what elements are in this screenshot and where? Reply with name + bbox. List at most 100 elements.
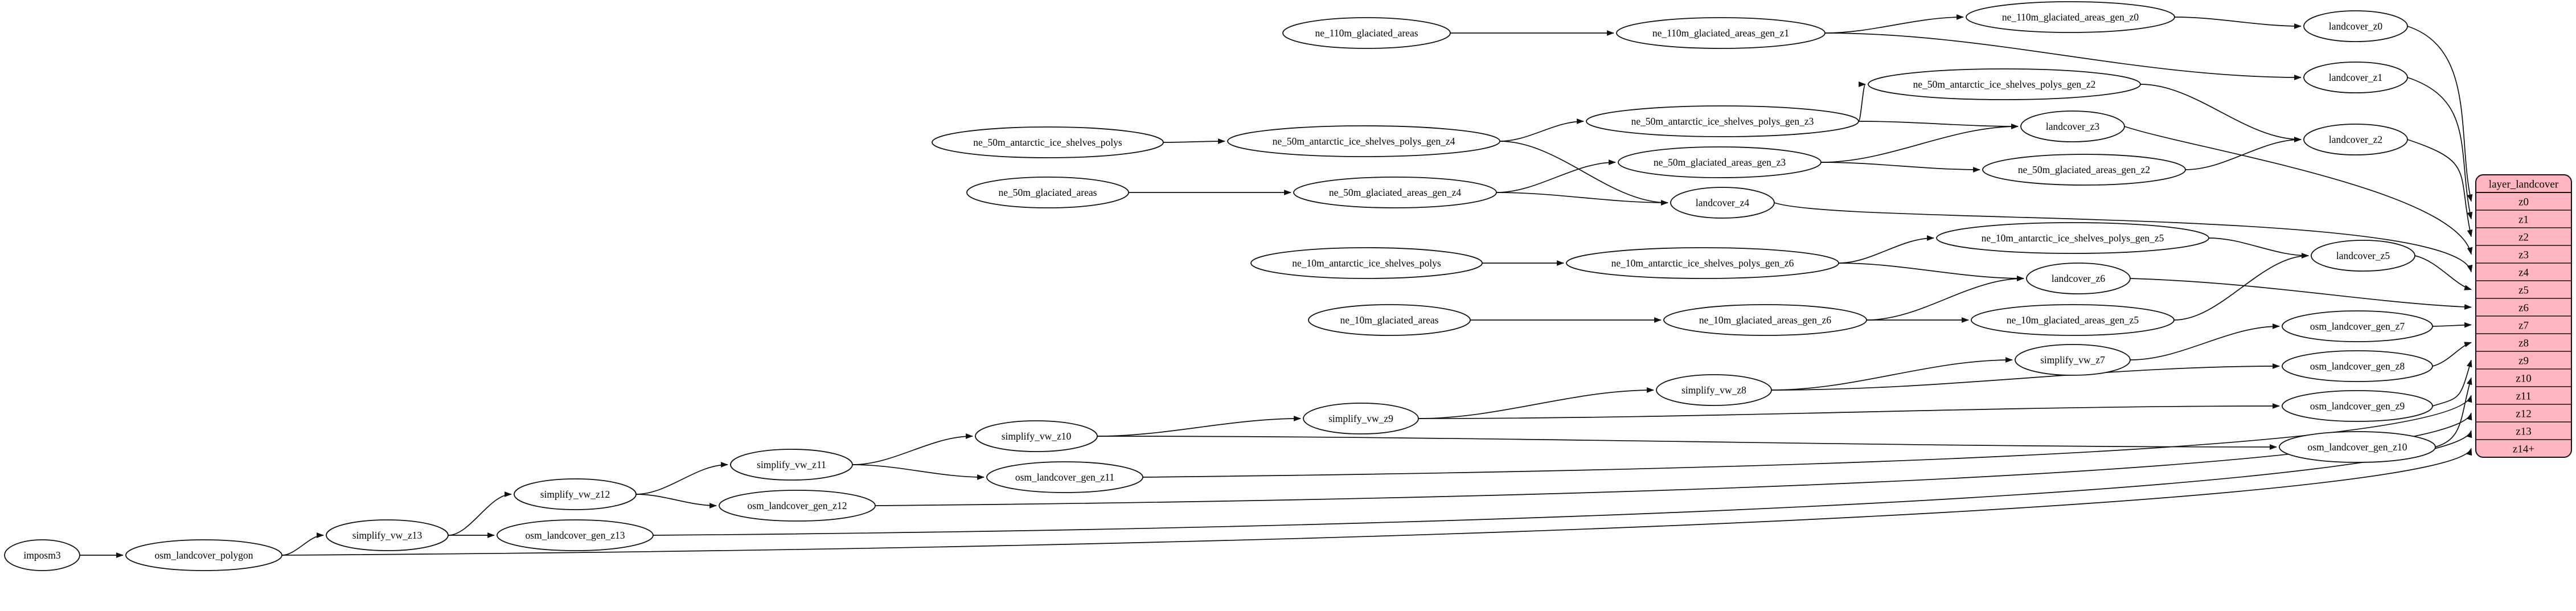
edge-ne_50m_glaciated_areas_gen_z4-to-ne_50m_glaciated_areas_gen_z3 xyxy=(1496,159,1617,193)
node-ellipse-landcover_z6 xyxy=(2026,263,2131,294)
node-ellipse-ne_50m_antarctic_ice_shelves_polys_gen_z3 xyxy=(1586,105,1859,137)
node-label-simplify_vw_z13: simplify_vw_z13 xyxy=(352,530,423,541)
table-row-z3: z3 xyxy=(2518,249,2529,261)
node-ellipse-ne_110m_glaciated_areas_gen_z1 xyxy=(1616,17,1826,49)
edge-simplify_vw_z9-to-osm_landcover_gen_z9 xyxy=(1418,403,2280,419)
node-ellipse-ne_50m_antarctic_ice_shelves_polys_gen_z2 xyxy=(1868,68,2141,100)
node-ellipse-ne_50m_antarctic_ice_shelves_polys_gen_z4 xyxy=(1227,125,1500,157)
node-label-ne_110m_glaciated_areas: ne_110m_glaciated_areas xyxy=(1315,27,1418,39)
edge-ne_50m_glaciated_areas_gen_z3-to-landcover_z3 xyxy=(1820,124,2019,163)
node-label-ne_110m_glaciated_areas_gen_z1: ne_110m_glaciated_areas_gen_z1 xyxy=(1652,27,1789,39)
node-ne_110m_glaciated_areas_gen_z0: ne_110m_glaciated_areas_gen_z0 xyxy=(1966,1,2175,33)
edge-ne_110m_glaciated_areas_gen_z1-to-ne_110m_glaciated_areas_gen_z0 xyxy=(1824,14,1964,34)
edge-ne_50m_antarctic_ice_shelves_polys_gen_z3-to-ne_50m_antarctic_ice_shelves_polys_gen_z2 xyxy=(1858,81,1867,122)
node-label-osm_landcover_gen_z11: osm_landcover_gen_z11 xyxy=(1015,471,1114,483)
node-simplify_vw_z12: simplify_vw_z12 xyxy=(514,478,637,510)
edge-simplify_vw_z8-to-osm_landcover_gen_z8 xyxy=(1771,363,2280,391)
node-ellipse-simplify_vw_z9 xyxy=(1303,403,1419,434)
node-label-landcover_z6: landcover_z6 xyxy=(2052,273,2106,284)
node-ne_10m_antarctic_ice_shelves_polys_gen_z6: ne_10m_antarctic_ice_shelves_polys_gen_z… xyxy=(1566,247,1839,279)
node-label-simplify_vw_z8: simplify_vw_z8 xyxy=(1681,384,1746,396)
edge-osm_landcover_gen_z7-to-layer_landcover-z7 xyxy=(2432,322,2472,328)
table-row-z14+: z14+ xyxy=(2513,444,2534,456)
node-landcover_z5: landcover_z5 xyxy=(2311,240,2415,272)
node-osm_landcover_gen_z12: osm_landcover_gen_z12 xyxy=(719,490,876,522)
edge-landcover_z1-to-layer_landcover-z1 xyxy=(2407,77,2473,220)
edge-landcover_z3-to-layer_landcover-z3 xyxy=(2124,126,2473,255)
edge-osm_landcover_polygon-to-layer_landcover-z14+ xyxy=(281,448,2472,556)
node-simplify_vw_z13: simplify_vw_z13 xyxy=(326,519,449,551)
node-simplify_vw_z7: simplify_vw_z7 xyxy=(2015,344,2131,376)
node-ellipse-ne_50m_glaciated_areas_gen_z4 xyxy=(1293,177,1497,208)
table-row-z9: z9 xyxy=(2518,355,2529,367)
table-row-z1: z1 xyxy=(2518,214,2529,226)
table-row-z5: z5 xyxy=(2518,285,2529,297)
layer-table-title: layer_landcover xyxy=(2489,179,2559,191)
node-label-ne_10m_antarctic_ice_shelves_polys_gen_z6: ne_10m_antarctic_ice_shelves_polys_gen_z… xyxy=(1611,257,1794,269)
node-label-landcover_z5: landcover_z5 xyxy=(2336,250,2390,261)
node-ellipse-ne_50m_antarctic_ice_shelves_polys xyxy=(932,126,1164,158)
node-label-ne_50m_glaciated_areas_gen_z2: ne_50m_glaciated_areas_gen_z2 xyxy=(2018,164,2150,175)
node-landcover_z4: landcover_z4 xyxy=(1670,187,1775,219)
node-label-simplify_vw_z12: simplify_vw_z12 xyxy=(540,489,610,500)
node-ellipse-ne_50m_glaciated_areas xyxy=(966,177,1129,208)
table-row-z4: z4 xyxy=(2518,267,2529,279)
table-row-z2: z2 xyxy=(2518,232,2529,244)
node-ellipse-landcover_z3 xyxy=(2020,110,2125,142)
node-label-ne_50m_glaciated_areas_gen_z4: ne_50m_glaciated_areas_gen_z4 xyxy=(1329,187,1462,198)
node-ne_50m_glaciated_areas_gen_z2: ne_50m_glaciated_areas_gen_z2 xyxy=(1982,154,2186,186)
table-row-z11: z11 xyxy=(2516,391,2532,403)
edge-ne_50m_glaciated_areas_gen_z3-to-ne_50m_glaciated_areas_gen_z2 xyxy=(1820,162,1981,173)
node-label-ne_50m_antarctic_ice_shelves_polys: ne_50m_antarctic_ice_shelves_polys xyxy=(973,137,1122,148)
node-ellipse-osm_landcover_gen_z10 xyxy=(2279,431,2436,463)
edge-simplify_vw_z7-to-osm_landcover_gen_z7 xyxy=(2130,323,2280,360)
edge-simplify_vw_z13-to-simplify_vw_z12 xyxy=(448,491,512,536)
node-label-osm_landcover_polygon: osm_landcover_polygon xyxy=(154,550,253,561)
node-ellipse-ne_10m_glaciated_areas_gen_z5 xyxy=(1971,304,2175,336)
node-ellipse-ne_50m_glaciated_areas_gen_z2 xyxy=(1982,154,2186,186)
node-landcover_z1: landcover_z1 xyxy=(2303,61,2408,93)
edge-simplify_vw_z10-to-osm_landcover_gen_z10 xyxy=(1097,436,2278,450)
node-label-ne_50m_antarctic_ice_shelves_polys_gen_z4: ne_50m_antarctic_ice_shelves_polys_gen_z… xyxy=(1273,136,1455,147)
node-label-simplify_vw_z9: simplify_vw_z9 xyxy=(1328,413,1393,424)
node-label-osm_landcover_gen_z12: osm_landcover_gen_z12 xyxy=(748,500,847,511)
node-label-landcover_z0: landcover_z0 xyxy=(2329,20,2383,32)
table-row-z8: z8 xyxy=(2518,338,2529,350)
edge-simplify_vw_z9-to-simplify_vw_z8 xyxy=(1418,387,1655,419)
node-ellipse-ne_10m_glaciated_areas xyxy=(1308,304,1471,336)
node-ellipse-osm_landcover_polygon xyxy=(125,539,282,571)
node-landcover_z0: landcover_z0 xyxy=(2303,10,2408,42)
edge-simplify_vw_z12-to-simplify_vw_z11 xyxy=(635,462,729,495)
node-ne_50m_glaciated_areas: ne_50m_glaciated_areas xyxy=(966,177,1129,208)
edge-simplify_vw_z8-to-simplify_vw_z7 xyxy=(1771,357,2013,391)
node-landcover_z3: landcover_z3 xyxy=(2020,110,2125,142)
node-ellipse-ne_10m_antarctic_ice_shelves_polys xyxy=(1250,247,1483,279)
edge-ne_10m_glaciated_areas_gen_z5-to-landcover_z5 xyxy=(2173,253,2310,321)
node-ellipse-landcover_z4 xyxy=(1670,187,1775,219)
edges-layer xyxy=(79,14,2473,558)
node-ellipse-ne_10m_antarctic_ice_shelves_polys_gen_z6 xyxy=(1566,247,1839,279)
node-osm_landcover_gen_z11: osm_landcover_gen_z11 xyxy=(986,461,1143,493)
node-ellipse-simplify_vw_z7 xyxy=(2015,344,2131,376)
edge-landcover_z2-to-layer_landcover-z2 xyxy=(2407,139,2473,237)
edge-landcover_z5-to-layer_landcover-z5 xyxy=(2414,255,2472,290)
edge-ne_50m_antarctic_ice_shelves_polys_gen_z2-to-landcover_z2 xyxy=(2140,84,2302,142)
edge-ne_110m_glaciated_areas_gen_z0-to-landcover_z0 xyxy=(2174,17,2302,29)
node-ne_50m_antarctic_ice_shelves_polys_gen_z2: ne_50m_antarctic_ice_shelves_polys_gen_z… xyxy=(1868,68,2141,100)
node-landcover_z2: landcover_z2 xyxy=(2303,124,2408,155)
node-label-landcover_z2: landcover_z2 xyxy=(2329,134,2382,145)
node-label-ne_10m_glaciated_areas_gen_z6: ne_10m_glaciated_areas_gen_z6 xyxy=(1699,314,1832,326)
node-ne_110m_glaciated_areas: ne_110m_glaciated_areas xyxy=(1282,17,1451,49)
node-ellipse-ne_50m_glaciated_areas_gen_z3 xyxy=(1618,146,1822,178)
node-ellipse-landcover_z5 xyxy=(2311,240,2415,272)
node-osm_landcover_gen_z9: osm_landcover_gen_z9 xyxy=(2282,390,2433,422)
table-row-z12: z12 xyxy=(2516,408,2531,420)
edge-ne_50m_glaciated_areas_gen_z2-to-landcover_z2 xyxy=(2185,137,2302,170)
node-label-ne_50m_antarctic_ice_shelves_polys_gen_z2: ne_50m_antarctic_ice_shelves_polys_gen_z… xyxy=(1913,79,2096,90)
edge-osm_landcover_gen_z8-to-layer_landcover-z8 xyxy=(2432,342,2472,367)
table-row-z10: z10 xyxy=(2516,373,2531,385)
edge-ne_50m_antarctic_ice_shelves_polys_gen_z3-to-landcover_z3 xyxy=(1858,121,2019,129)
node-label-ne_10m_glaciated_areas_gen_z5: ne_10m_glaciated_areas_gen_z5 xyxy=(2007,314,2139,326)
node-ellipse-simplify_vw_z8 xyxy=(1656,374,1772,406)
edge-landcover_z6-to-layer_landcover-z6 xyxy=(2130,278,2472,310)
